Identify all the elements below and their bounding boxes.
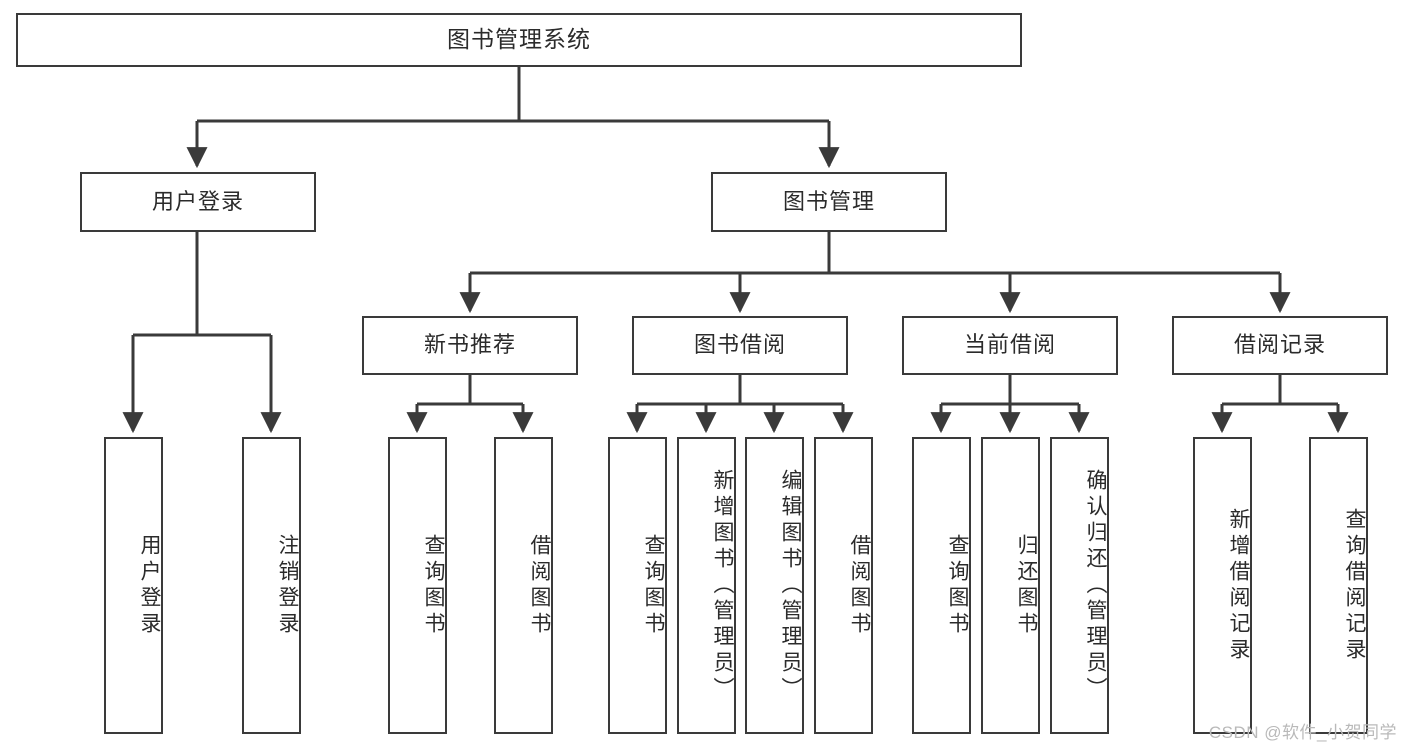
node-label: 归还图书 <box>1015 533 1038 638</box>
node-label: 图书借阅 <box>693 332 786 358</box>
leaf-borrow-book-recommend[interactable]: 借阅图书 <box>494 437 553 734</box>
node-borrow-record[interactable]: 借阅记录 <box>1172 316 1388 375</box>
node-new-book-recommend[interactable]: 新书推荐 <box>362 316 578 375</box>
node-label: 新书推荐 <box>423 332 516 358</box>
node-label: 注销登录 <box>276 533 299 638</box>
leaf-add-book-admin[interactable]: 新增图书（管理员） <box>677 437 736 734</box>
leaf-query-borrow-record[interactable]: 查询借阅记录 <box>1309 437 1368 734</box>
csdn-watermark: CSDN @软件_小贺同学 <box>1208 723 1397 742</box>
node-label: 用户登录 <box>138 533 161 638</box>
node-root-book-management-system[interactable]: 图书管理系统 <box>16 13 1022 67</box>
node-book-borrow[interactable]: 图书借阅 <box>632 316 848 375</box>
node-label: 图书管理 <box>782 188 875 214</box>
leaf-return-book[interactable]: 归还图书 <box>981 437 1040 734</box>
leaf-borrow-book[interactable]: 借阅图书 <box>814 437 873 734</box>
node-label: 查询图书 <box>642 533 665 638</box>
leaf-query-book-borrow[interactable]: 查询图书 <box>608 437 667 734</box>
node-label: 查询图书 <box>422 533 445 638</box>
leaf-add-borrow-record[interactable]: 新增借阅记录 <box>1193 437 1252 734</box>
node-label: 确认归还（管理员） <box>1084 468 1107 703</box>
node-label: 用户登录 <box>151 188 244 214</box>
node-current-borrow[interactable]: 当前借阅 <box>902 316 1118 375</box>
leaf-logout-login[interactable]: 注销登录 <box>242 437 301 734</box>
node-user-login[interactable]: 用户登录 <box>80 172 316 232</box>
node-label: 编辑图书（管理员） <box>779 468 802 703</box>
leaf-query-book-current[interactable]: 查询图书 <box>912 437 971 734</box>
leaf-query-book-recommend[interactable]: 查询图书 <box>388 437 447 734</box>
node-label: 新增借阅记录 <box>1227 507 1250 664</box>
node-label: 借阅图书 <box>528 533 551 638</box>
node-label: 借阅记录 <box>1233 332 1326 358</box>
node-label: 图书管理系统 <box>447 26 591 53</box>
node-label: 查询图书 <box>946 533 969 638</box>
leaf-edit-book-admin[interactable]: 编辑图书（管理员） <box>745 437 804 734</box>
node-label: 查询借阅记录 <box>1343 507 1366 664</box>
node-book-manage[interactable]: 图书管理 <box>711 172 947 232</box>
leaf-user-login[interactable]: 用户登录 <box>104 437 163 734</box>
leaf-confirm-return-admin[interactable]: 确认归还（管理员） <box>1050 437 1109 734</box>
node-label: 新增图书（管理员） <box>711 468 734 703</box>
node-label: 借阅图书 <box>848 533 871 638</box>
node-label: 当前借阅 <box>963 332 1056 358</box>
